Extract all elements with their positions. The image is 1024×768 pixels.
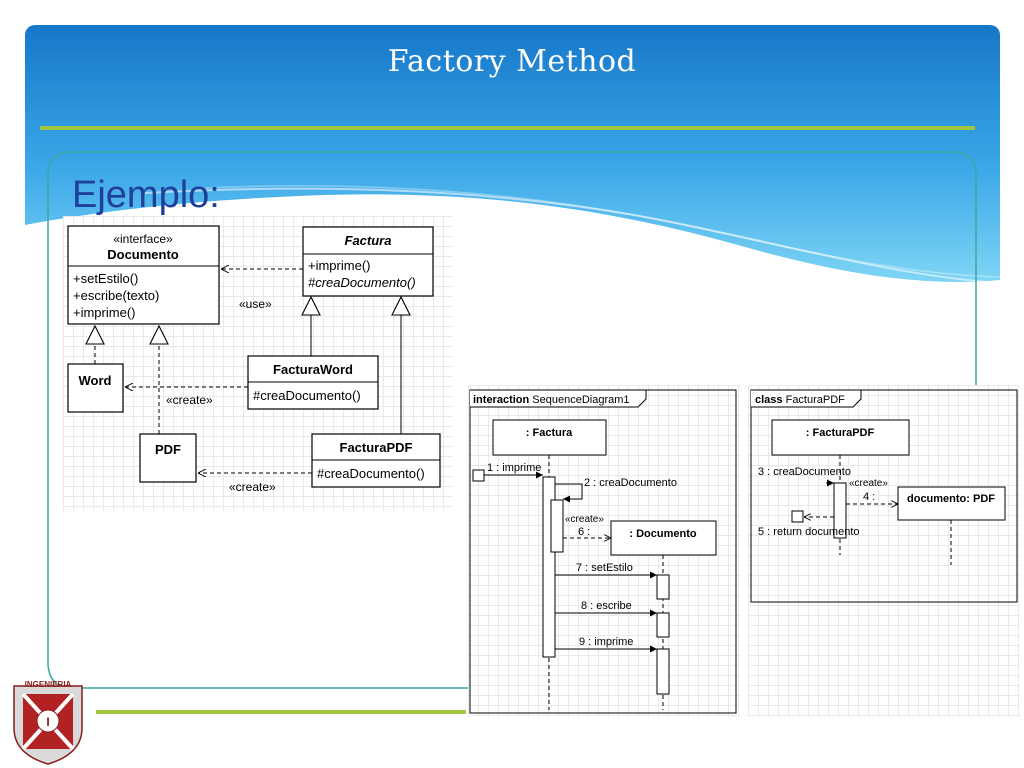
seq-message: 2 : creaDocumento (584, 477, 677, 489)
pdf-class: PDF (139, 433, 197, 483)
slide-subtitle: Ejemplo: (72, 174, 220, 216)
factura-name: Factura (345, 233, 392, 248)
cls-frame-name: FacturaPDF (786, 394, 846, 406)
word-realization (85, 324, 105, 364)
factura-op: +imprime() (308, 258, 370, 273)
seq-message: 6 : (578, 526, 590, 538)
seq-create-stereo: «create» (565, 514, 604, 525)
cls-message: 5 : return documento (758, 526, 860, 538)
pdf-name: PDF (155, 442, 181, 457)
part-documento-label: documento: PDF (907, 493, 995, 505)
part-documento-pdf (897, 486, 1006, 521)
documento-lifeline-head (610, 520, 717, 556)
create-label: «create» (166, 393, 213, 407)
pdf-realization (149, 324, 169, 434)
facturapdf-name: FacturaPDF (340, 440, 413, 455)
content-frame (47, 151, 977, 665)
documento-lifeline-label: : Documento (629, 528, 697, 540)
documento-op: +escribe(texto) (73, 288, 159, 303)
factura-lifeline-label: : Factura (526, 427, 573, 439)
cls-frame-keyword: class (755, 394, 783, 406)
documento-op: +imprime() (73, 305, 135, 320)
top-divider (40, 126, 975, 130)
cls-create-stereo: «create» (849, 478, 888, 489)
documento-class: «interface» Documento +setEstilo() +escr… (67, 225, 220, 325)
seq-message: 1 : imprime (487, 462, 541, 474)
facturapdf-lifeline-head (771, 419, 910, 456)
create-label: «create» (229, 480, 276, 494)
use-label: «use» (239, 297, 272, 311)
facturapdf-op: #creaDocumento() (317, 466, 425, 481)
seq-frame-name: SequenceDiagram1 (532, 394, 629, 406)
svg-text:I: I (46, 715, 49, 729)
class-diagram-panel: «interface» Documento +setEstilo() +escr… (63, 216, 453, 511)
facturaword-generalization (301, 295, 321, 356)
logo-text: INGENIERIA (25, 680, 72, 689)
ingenieria-logo: INGENIERIA I (13, 680, 83, 765)
seq-message: 8 : escribe (581, 600, 632, 612)
sequence-diagram: interaction SequenceDiagram1 : Factura 1… (469, 389, 737, 714)
facturaword-op: #creaDocumento() (253, 388, 361, 403)
slide-title: Factory Method (387, 44, 637, 79)
word-name: Word (79, 373, 112, 388)
facturapdf-generalization (391, 295, 411, 434)
bottom-divider (96, 710, 466, 714)
seq-message: 7 : setEstilo (576, 562, 633, 574)
word-class: Word (67, 363, 124, 413)
svg-text:class FacturaPDF: class FacturaPDF (755, 394, 845, 406)
facturapdf-lifeline-label: : FacturaPDF (806, 427, 875, 439)
facturaword-name: FacturaWord (273, 362, 353, 377)
facturapdf-diagram: class FacturaPDF : FacturaPDF 3 : creaDo… (750, 389, 1018, 603)
factura-op: #creaDocumento() (308, 275, 416, 290)
facturaword-class: FacturaWord #creaDocumento() (247, 355, 379, 410)
class-diagram: «interface» Documento +setEstilo() +escr… (67, 225, 441, 494)
cls-message: 3 : creaDocumento (758, 466, 851, 478)
svg-text:interaction SequenceDiagram1: interaction SequenceDiagram1 (473, 394, 630, 406)
seq-frame-keyword: interaction (473, 394, 530, 406)
documento-stereotype: «interface» (113, 232, 173, 246)
facturapdf-class-panel: class FacturaPDF : FacturaPDF 3 : creaDo… (748, 385, 1020, 717)
seq-message: 9 : imprime (579, 636, 633, 648)
cls-message: 4 : (863, 491, 875, 503)
sequence-diagram-panel: interaction SequenceDiagram1 : Factura 1… (468, 385, 740, 717)
facturapdf-class: FacturaPDF #creaDocumento() (311, 433, 441, 488)
factura-class: Factura +imprime() #creaDocumento() (302, 226, 434, 297)
documento-name: Documento (107, 247, 179, 262)
documento-op: +setEstilo() (73, 271, 138, 286)
